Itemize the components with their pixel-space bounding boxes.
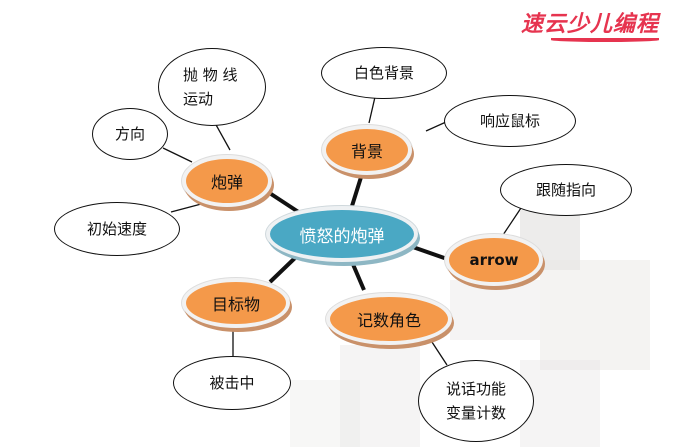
leaf-initial-speed[interactable]: 初始速度 [54, 202, 180, 256]
leaf-speech-counter[interactable]: 说话功能 变量计数 [418, 360, 534, 442]
leaf-label: 初始速度 [86, 220, 147, 238]
leaf-direction[interactable]: 方向 [92, 108, 168, 160]
hub-label: arrow [469, 251, 519, 269]
leaf-label: 运动 [183, 90, 214, 108]
brand-logo: 速云少儿编程 [520, 6, 659, 42]
mosaic-blur [540, 260, 650, 370]
mosaic-blur [290, 380, 360, 447]
hub-label: 炮弹 [210, 173, 243, 192]
leaf-mouse-response[interactable]: 响应鼠标 [444, 95, 576, 147]
leaf-parabola[interactable]: 抛 物 线 运动 [158, 48, 266, 126]
leaf-label: 跟随指向 [535, 181, 596, 199]
hub-counter[interactable]: 记数角色 [326, 293, 452, 345]
mosaic-blur [450, 280, 540, 340]
leaf-label: 响应鼠标 [479, 112, 540, 130]
logo-swoosh [550, 38, 659, 42]
leaf-label: 白色背景 [353, 64, 414, 82]
center-node[interactable]: 愤怒的炮弹 [266, 206, 418, 262]
hub-cannonball[interactable]: 炮弹 [182, 155, 272, 207]
logo-text: 速云少儿编程 [520, 11, 659, 37]
hub-label: 背景 [350, 142, 383, 161]
leaf-hit[interactable]: 被击中 [173, 356, 291, 410]
leaf-white-background[interactable]: 白色背景 [321, 47, 447, 99]
hub-background[interactable]: 背景 [322, 125, 412, 175]
hub-target[interactable]: 目标物 [182, 278, 290, 328]
leaf-label: 方向 [114, 125, 145, 143]
hub-arrow[interactable]: arrow [445, 234, 543, 286]
leaf-follow-pointer[interactable]: 跟随指向 [500, 164, 632, 216]
leaf-label: 说话功能 [445, 380, 506, 398]
leaf-label: 变量计数 [445, 404, 506, 422]
mosaic-blur [340, 345, 420, 447]
hub-label: 目标物 [211, 295, 260, 314]
leaf-label: 抛 物 线 [183, 66, 238, 84]
center-label: 愤怒的炮弹 [299, 226, 385, 247]
hub-label: 记数角色 [356, 311, 421, 330]
leaf-label: 被击中 [209, 374, 255, 392]
